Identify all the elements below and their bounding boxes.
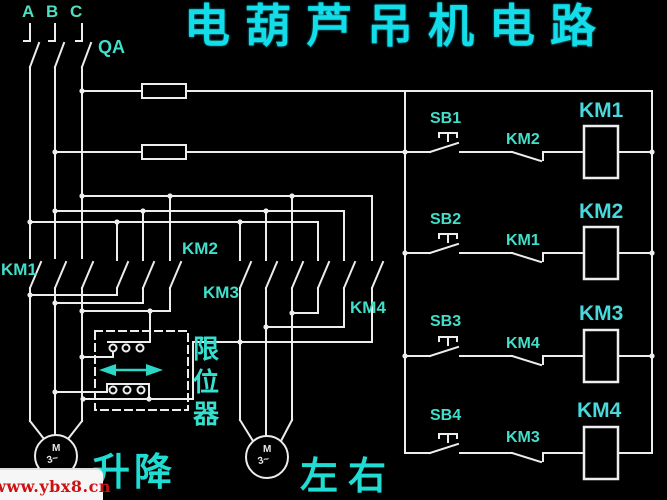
fuse-icon bbox=[141, 83, 187, 160]
row1-interlock-label: KM2 bbox=[506, 131, 540, 148]
limit-label-char1: 限 bbox=[193, 334, 220, 364]
watermark-text: www.ybx8.cn bbox=[0, 476, 111, 496]
km1-coil-label: KM1 bbox=[579, 99, 624, 122]
ladder-row-4 bbox=[404, 425, 653, 481]
km2-main-contacts bbox=[29, 260, 183, 312]
hoist-caption: 升降 bbox=[92, 452, 177, 494]
phase-b-label: B bbox=[46, 2, 60, 21]
km3-bank-label: KM3 bbox=[203, 283, 239, 302]
limit-label-char3: 器 bbox=[193, 399, 220, 429]
ladder-row-2 bbox=[404, 225, 653, 281]
diagram-title: 电葫芦吊机电路 bbox=[184, 0, 611, 52]
distribution-busses bbox=[29, 195, 373, 261]
watermark-badge: www.ybx8.cn bbox=[0, 468, 110, 500]
trolley-motor-symbol: M bbox=[263, 444, 272, 455]
km3-main-contacts bbox=[238, 260, 305, 443]
sb2-button-label: SB2 bbox=[430, 211, 462, 228]
phase-a-label: A bbox=[22, 2, 36, 21]
phase-c-conductor bbox=[66, 23, 95, 441]
row2-interlock-label: KM1 bbox=[506, 232, 540, 249]
limit-label-char2: 位 bbox=[193, 367, 220, 397]
travel-direction-arrow-icon bbox=[99, 364, 163, 376]
phase-a-conductor bbox=[23, 23, 46, 441]
row4-interlock-label: KM3 bbox=[506, 429, 540, 446]
sb4-button-label: SB4 bbox=[430, 407, 462, 424]
row3-interlock-label: KM4 bbox=[506, 335, 540, 352]
ladder-row-3 bbox=[404, 328, 653, 384]
km4-coil-label: KM4 bbox=[577, 399, 622, 422]
phase-c-label: C bbox=[70, 2, 84, 21]
phase-b-conductor bbox=[48, 23, 68, 438]
junction-dots bbox=[27, 88, 655, 402]
ladder-row-1 bbox=[404, 124, 653, 180]
breaker-qa-label: QA bbox=[98, 37, 125, 57]
limit-switch-box bbox=[54, 310, 194, 411]
hoist-motor-symbol: M bbox=[52, 443, 61, 454]
sb3-button-label: SB3 bbox=[430, 313, 462, 330]
km4-main-contacts bbox=[192, 260, 385, 343]
trolley-caption: 左右 bbox=[300, 456, 397, 498]
trolley-motor-icon bbox=[245, 435, 289, 479]
km3-coil-label: KM3 bbox=[579, 302, 624, 325]
km2-coil-label: KM2 bbox=[579, 200, 624, 223]
km4-bank-label: KM4 bbox=[350, 298, 386, 317]
km1-bank-label: KM1 bbox=[1, 260, 37, 279]
sb1-button-label: SB1 bbox=[430, 110, 462, 127]
km2-bank-label: KM2 bbox=[182, 239, 218, 258]
